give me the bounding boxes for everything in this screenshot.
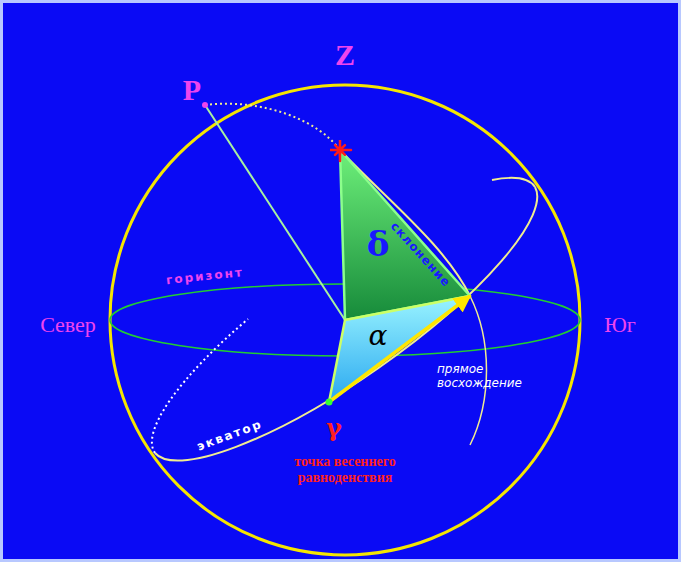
gamma-symbol: γ	[326, 414, 342, 442]
vernal-equinox-point	[326, 399, 333, 406]
right-ascension-label: прямое восхождение	[437, 363, 547, 391]
celestial-sphere	[110, 85, 580, 555]
celestial-pole	[202, 102, 208, 108]
right-ascension-triangle: α	[320, 285, 480, 410]
equator-back	[492, 178, 535, 187]
south-label: Юг	[604, 312, 636, 337]
right-ascension-triangle-shape	[320, 285, 480, 410]
vernal-equinox-label: точка весеннего равноденствия	[270, 454, 420, 486]
pole-label: P	[183, 73, 201, 108]
declination-triangle-fill	[340, 150, 470, 320]
zenith-label: Z	[335, 38, 355, 73]
star-marker	[330, 140, 351, 161]
delta-symbol: δ	[367, 225, 390, 264]
hour-circle	[205, 104, 340, 150]
alpha-symbol: α	[369, 320, 388, 352]
horizon-label: горизонт	[166, 266, 245, 288]
polar-axis	[205, 105, 345, 320]
north-label: Север	[40, 312, 96, 337]
